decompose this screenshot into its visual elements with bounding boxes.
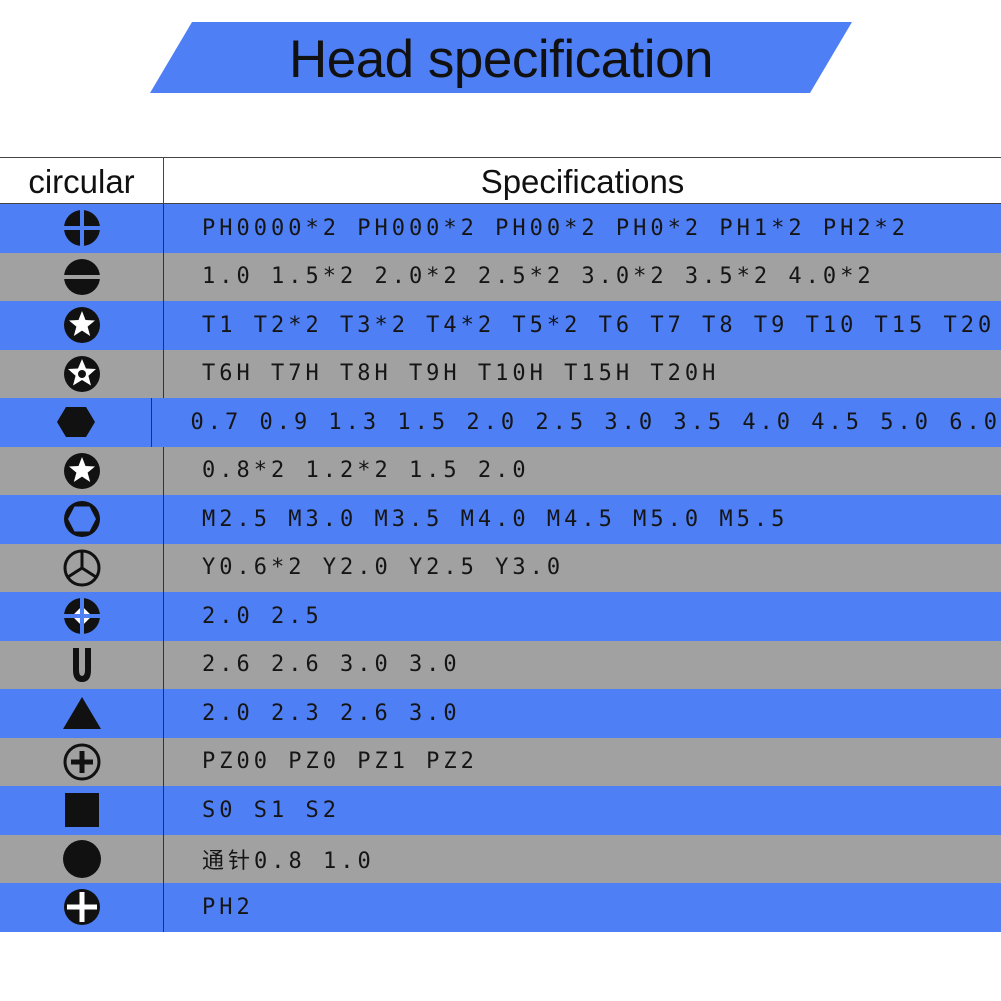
table-row: 0.8*2 1.2*2 1.5 2.0	[0, 446, 1001, 495]
title-banner: Head specification	[150, 22, 852, 93]
hex-socket-icon	[63, 501, 100, 538]
torx-security-icon	[63, 355, 100, 392]
quad-cross-icon	[62, 597, 101, 636]
table-row: PZ00 PZ0 PZ1 PZ2	[0, 737, 1001, 786]
slotted-flat-icon	[62, 258, 101, 295]
pentalobe-star-icon	[63, 452, 100, 489]
spec-text: 2.6 2.6 3.0 3.0	[202, 652, 461, 678]
table-row: 2.6 2.6 3.0 3.0	[0, 640, 1001, 689]
pozidriv-circle-plus-icon	[63, 743, 100, 781]
spec-text: M2.5 M3.0 M3.5 M4.0 M4.5 M5.0 M5.5	[202, 506, 789, 532]
table-row: Y0.6*2 Y2.0 Y2.5 Y3.0	[0, 543, 1001, 592]
table-row: PH0000*2 PH000*2 PH00*2 PH0*2 PH1*2 PH2*…	[0, 204, 1001, 253]
spec-text: 2.0 2.3 2.6 3.0	[202, 700, 461, 726]
spec-text: PH0000*2 PH000*2 PH00*2 PH0*2 PH1*2 PH2*…	[202, 215, 910, 241]
spec-text: 通针0.8 1.0	[202, 848, 375, 874]
spec-text: Y0.6*2 Y2.0 Y2.5 Y3.0	[202, 555, 565, 581]
page-title: Head specification	[288, 30, 714, 89]
triangle-icon	[62, 697, 101, 730]
tri-wing-y-icon	[63, 549, 100, 587]
phillips-white-cross-icon	[63, 889, 100, 926]
table-row: 1.0 1.5*2 2.0*2 2.5*2 3.0*2 3.5*2 4.0*2	[0, 252, 1001, 301]
table-row: M2.5 M3.0 M3.5 M4.0 M4.5 M5.0 M5.5	[0, 495, 1001, 544]
banner-parallelogram	[150, 22, 852, 93]
table-row: 2.0 2.5	[0, 592, 1001, 641]
phillips-cross-icon	[62, 209, 101, 248]
u-shape-icon	[72, 647, 91, 682]
table-row: 通针0.8 1.0	[0, 834, 1001, 883]
spec-text: 0.8*2 1.2*2 1.5 2.0	[202, 458, 530, 484]
table-row: S0 S1 S2	[0, 786, 1001, 835]
table-row: 2.0 2.3 2.6 3.0	[0, 689, 1001, 738]
spec-text: 0.7 0.9 1.3 1.5 2.0 2.5 3.0 3.5 4.0 4.5 …	[190, 409, 1001, 435]
solid-circle-icon	[62, 839, 101, 878]
hex-icon	[56, 407, 95, 438]
spec-text: 2.0 2.5	[202, 603, 323, 629]
spec-table: circular Specifications PH0000*2 PH000*2…	[0, 157, 1001, 932]
spec-text: S0 S1 S2	[202, 797, 340, 823]
table-row: T6H T7H T8H T9H T10H T15H T20H	[0, 349, 1001, 398]
torx-star-icon	[63, 307, 100, 344]
header-circular: circular	[0, 158, 164, 203]
table-row: PH2	[0, 883, 1001, 932]
spec-text: PH2	[202, 894, 254, 920]
table-row: 0.7 0.9 1.3 1.5 2.0 2.5 3.0 3.5 4.0 4.5 …	[0, 398, 1001, 447]
table-header: circular Specifications	[0, 157, 1001, 204]
spec-text: PZ00 PZ0 PZ1 PZ2	[202, 749, 478, 775]
table-row: T1 T2*2 T3*2 T4*2 T5*2 T6 T7 T8 T9 T10 T…	[0, 301, 1001, 350]
spec-text: T6H T7H T8H T9H T10H T15H T20H	[202, 361, 720, 387]
header-specifications: Specifications	[480, 163, 685, 200]
square-icon	[64, 793, 99, 828]
spec-text: 1.0 1.5*2 2.0*2 2.5*2 3.0*2 3.5*2 4.0*2	[202, 264, 875, 290]
spec-text: T1 T2*2 T3*2 T4*2 T5*2 T6 T7 T8 T9 T10 T…	[202, 312, 996, 338]
